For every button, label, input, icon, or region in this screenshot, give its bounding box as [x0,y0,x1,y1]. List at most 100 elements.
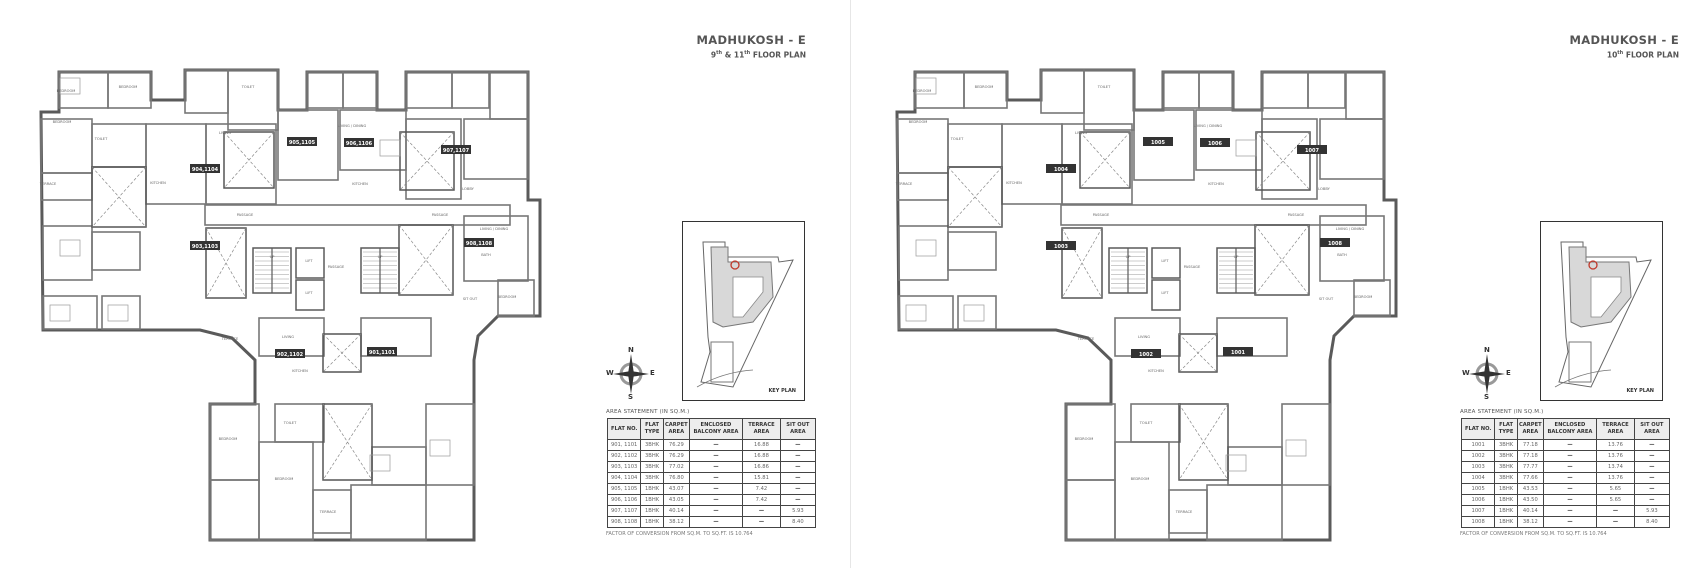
room-wall [1281,403,1331,486]
room-label: UP [1234,255,1240,259]
room-wall [258,441,314,541]
table-cell: 76.80 [662,472,690,484]
flat-number: 1001 [1231,350,1245,356]
room-label: TERRACE [319,510,337,514]
table-cell: 1BHK [640,516,664,528]
duct-shaft [205,227,247,299]
room-label: TOILET [94,137,108,141]
compass-needle-ew [613,371,649,377]
flat-number: 1002 [1139,352,1153,358]
shaft-cross [947,166,1003,228]
room-label: TERRACE [39,182,57,186]
road-line [1554,369,1612,388]
floor-subtitle: 10th FLOOR PLAN [1606,50,1679,60]
table-cell: — [1596,516,1635,528]
table-cell: 3BHK [640,461,664,473]
table-cell: 3BHK [640,472,664,484]
table-cell: 908, 1108 [606,516,642,528]
flat-tag-bg [1223,347,1253,356]
table-cell: 1BHK [640,483,664,495]
duct-shaft [1178,403,1229,481]
table-cell: — [688,494,744,506]
room-label: PASSAGE [328,265,345,269]
room-label: LIFT [1161,291,1169,295]
table-cell: — [742,516,781,528]
table-cell: — [1633,494,1671,506]
room-label: PASSAGE [1184,265,1201,269]
room-label: UP [378,255,384,259]
duct-shaft [1255,131,1311,191]
column-header: SIT OUT AREA [779,418,817,440]
flat-tag-bg [1320,238,1350,247]
flat-number-tag: 902,1102 [275,349,305,358]
table-cell: — [1596,505,1635,517]
column-header: FLAT TYPE [1494,418,1518,440]
room-label: TERRACE [221,337,239,341]
shaft-cross [91,166,147,228]
conversion-footnote: FACTOR OF CONVERSION FROM SQ.M. TO SQ.FT… [606,531,753,537]
table-cell: 902, 1102 [606,450,642,462]
column-header: ENCLOSED BALCONY AREA [1542,418,1598,440]
table-cell: 5.65 [1596,494,1635,506]
room-wall [350,484,427,541]
room-label: BEDROOM [275,477,294,481]
key-plan: KEY PLAN [682,221,805,401]
area-statement-title: AREA STATEMENT (IN SQ.M.) [606,409,690,415]
table-cell: — [1633,461,1671,473]
room-label: BEDROOM [975,85,994,89]
key-plan-label: KEY PLAN [1626,388,1654,394]
room-wall [1206,484,1283,541]
table-cell: 1005 [1460,483,1496,495]
flat-number: 1004 [1054,167,1068,173]
room-label: BEDROOM [219,437,238,441]
column-header: FLAT NO. [1460,418,1496,440]
room-wall [947,231,997,271]
room-label: TOILET [241,85,255,89]
room-label: LIVING / DINING [480,227,509,231]
table-cell: 1002 [1460,450,1496,462]
table-cell: 7.42 [742,494,781,506]
table-cell: — [688,472,744,484]
table-cell: — [1542,494,1598,506]
duct-shaft [91,166,147,228]
duct-shaft [399,131,455,191]
room-wall [898,295,954,330]
room-label: BEDROOM [119,85,138,89]
flat-number: 908,1108 [466,241,493,247]
table-cell: 1BHK [640,494,664,506]
table-cell: 1BHK [1494,505,1518,517]
room-wall [1307,71,1346,109]
flat-number-tag: 1008 [1320,238,1350,247]
table-cell: 38.12 [662,516,690,528]
flat-tag-bg [441,145,471,154]
room-label: PASSAGE [432,213,449,217]
flat-number: 907,1107 [443,148,470,154]
room-label: KITCHEN [1148,369,1164,373]
flat-number: 1005 [1151,140,1165,146]
room-wall [1133,109,1195,181]
compass-needle-ew [1469,371,1505,377]
room-label: PASSAGE [1093,213,1110,217]
table-cell: — [1542,483,1598,495]
column-header: TERRACE AREA [742,418,781,440]
room-label: TOILET [283,421,297,425]
table-cell: 13.76 [1596,450,1635,462]
bed-icon [107,304,129,322]
room-label: TOILET [950,137,964,141]
table-cell: 13.76 [1596,439,1635,451]
flat-tag-bg [1131,349,1161,358]
room-label: LIVING / DINING [338,124,367,128]
table-cell: 8.40 [779,516,817,528]
room-wall [101,295,141,330]
flat-tag-bg [464,238,494,247]
room-label: BEDROOM [913,89,932,93]
flat-number: 901,1101 [369,350,396,356]
shaft-cross [205,227,247,299]
flat-number: 906,1106 [346,141,373,147]
table-cell: 3BHK [1494,439,1518,451]
room-label: BATH [1337,253,1347,257]
table-cell: 1001 [1460,439,1496,451]
